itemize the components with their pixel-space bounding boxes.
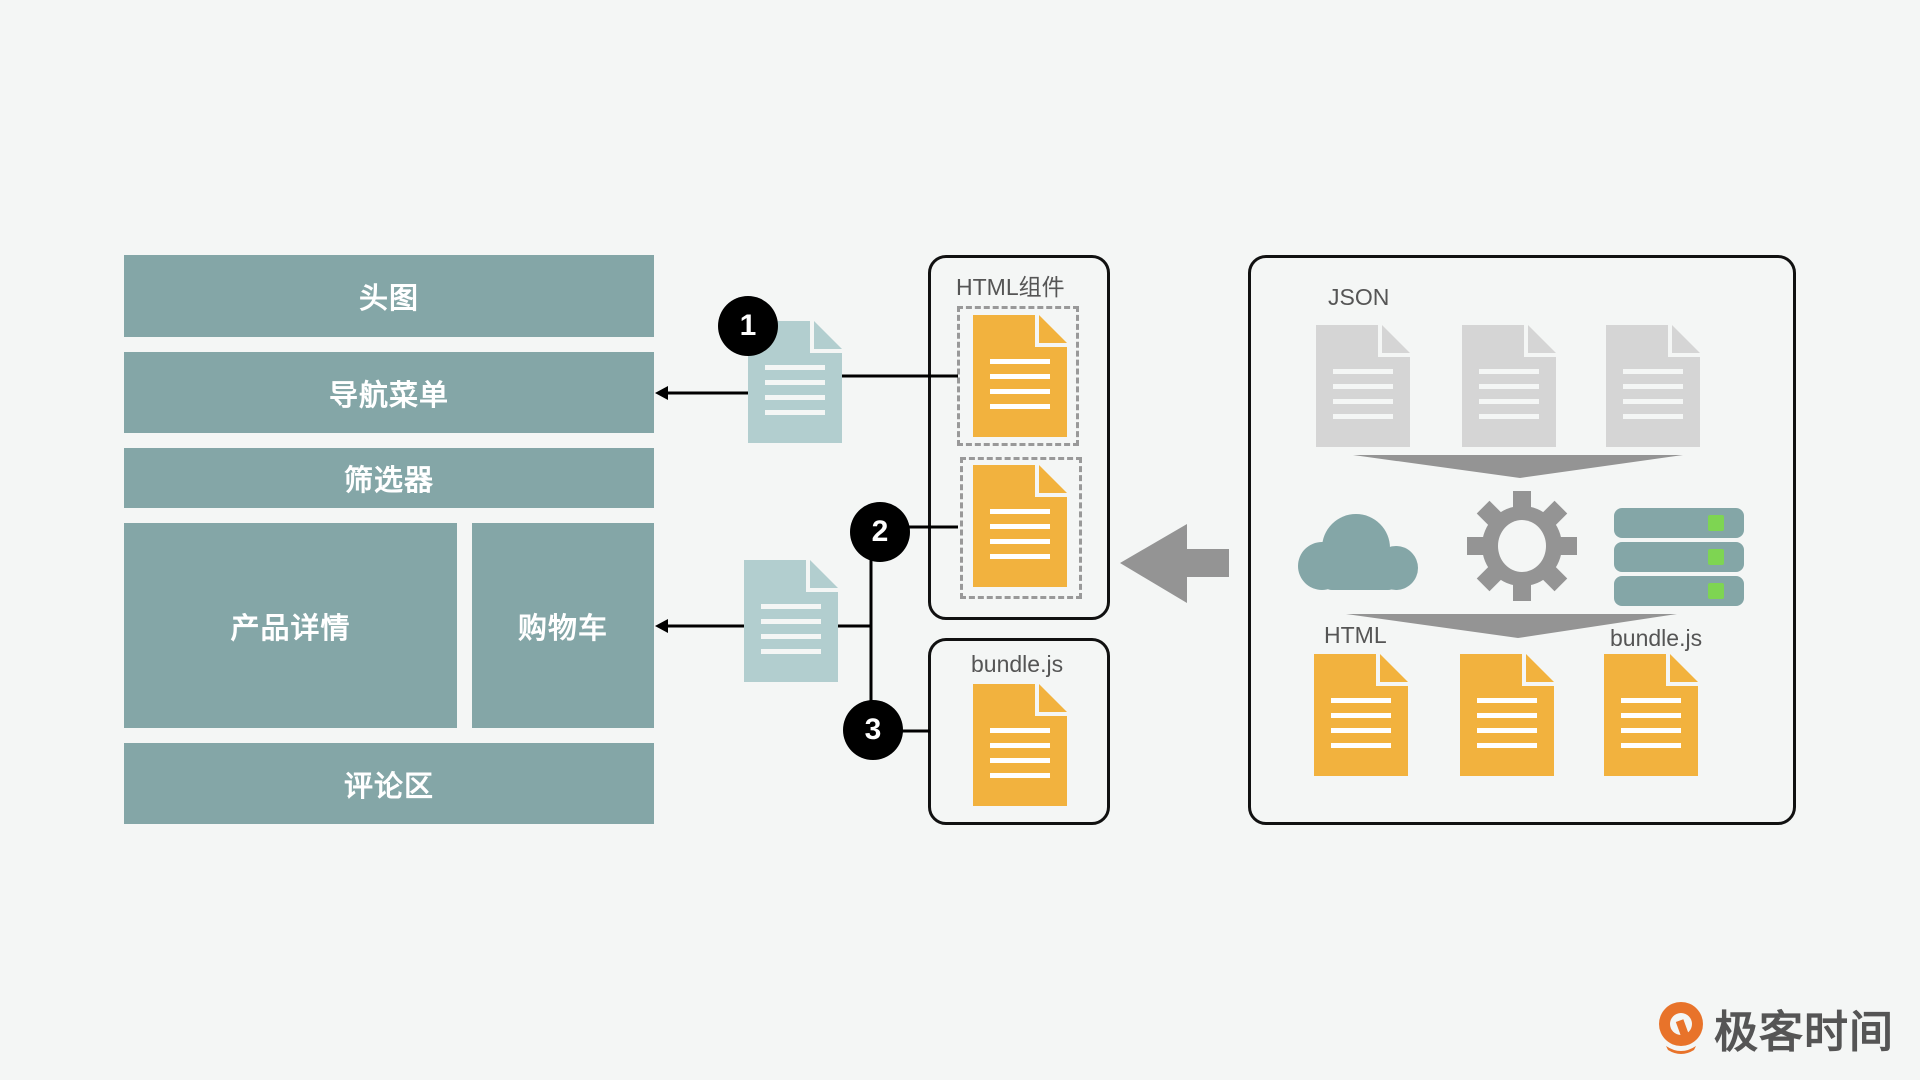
block-label: 评论区 <box>343 768 434 803</box>
brand-logo: 极客时间 <box>1656 996 1894 1060</box>
bundle-doc <box>973 684 1067 806</box>
step-number: 2 <box>871 515 889 548</box>
step-badge-3: 3 <box>843 700 903 760</box>
brand-name: 极客时间 <box>1714 1007 1894 1058</box>
html-components-title: HTML组件 <box>956 274 1065 300</box>
html-output-label: HTML <box>1324 622 1387 648</box>
html-component-doc-2 <box>973 465 1067 587</box>
output-doc-html <box>1314 654 1408 776</box>
build-box <box>1248 255 1796 825</box>
step-badge-1: 1 <box>718 296 778 356</box>
step-number: 1 <box>739 309 757 342</box>
server-icon <box>1614 508 1744 606</box>
block-nav-menu: 导航菜单 <box>124 352 654 433</box>
json-doc-2 <box>1462 325 1556 447</box>
step-number: 3 <box>864 713 882 746</box>
block-cart: 购物车 <box>472 523 654 728</box>
block-product-detail: 产品详情 <box>124 523 457 728</box>
document-icon-2 <box>744 560 838 682</box>
gear-icon <box>1467 491 1577 601</box>
step-badge-2: 2 <box>850 502 910 562</box>
component-slot-2 <box>960 457 1082 599</box>
arrow-1-head <box>655 386 668 400</box>
bundle-output-label: bundle.js <box>1610 625 1703 651</box>
cloud-icon <box>1298 514 1418 590</box>
html-component-doc-1 <box>973 315 1067 437</box>
block-label: 购物车 <box>517 610 608 645</box>
big-left-arrow <box>1120 524 1229 603</box>
block-filter: 筛选器 <box>124 448 654 508</box>
funnel-arrow-top <box>1353 455 1683 478</box>
block-comments: 评论区 <box>124 743 654 824</box>
block-label: 产品详情 <box>230 610 351 645</box>
brand-logo-icon <box>1659 1002 1703 1054</box>
block-label: 筛选器 <box>343 463 434 497</box>
output-doc-bundle <box>1604 654 1698 776</box>
funnel-arrow-bottom <box>1346 614 1677 638</box>
block-label: 头图 <box>358 281 419 315</box>
block-label: 导航菜单 <box>328 377 449 412</box>
html-components-box <box>928 255 1110 620</box>
output-doc-middle <box>1460 654 1554 776</box>
json-doc-1 <box>1316 325 1410 447</box>
arrow-2-head <box>655 619 668 633</box>
component-slot-1 <box>957 306 1079 446</box>
json-label: JSON <box>1328 284 1390 310</box>
block-header-image: 头图 <box>124 255 654 337</box>
document-icon-1 <box>748 321 842 443</box>
json-doc-3 <box>1606 325 1700 447</box>
bundle-box-title: bundle.js <box>971 651 1064 677</box>
